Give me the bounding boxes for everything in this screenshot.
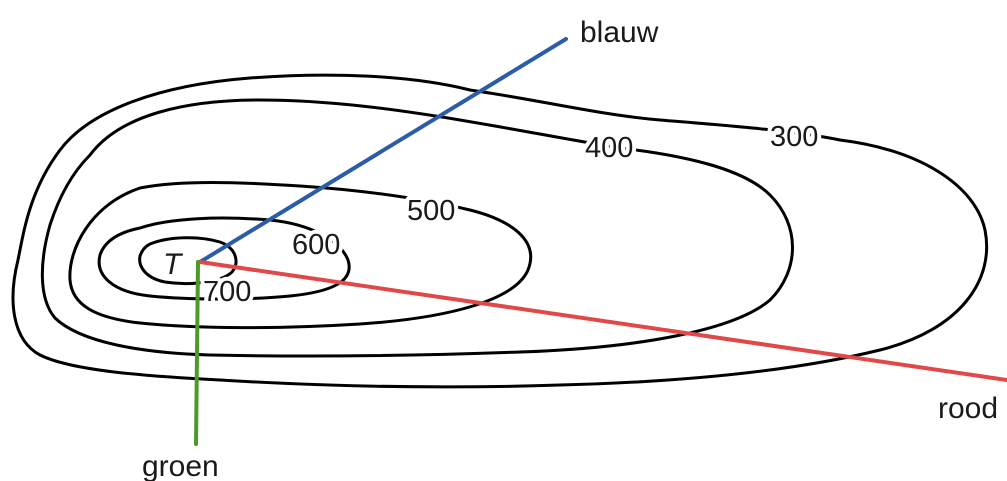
contour-label-300: 300 (770, 121, 818, 153)
summit-label: T (163, 248, 184, 281)
contour-label-500: 500 (407, 195, 455, 227)
contour-line-700 (138, 236, 238, 286)
route-groen-line (194, 260, 200, 446)
contour-label-400: 400 (585, 132, 633, 164)
contour-label-700: 700 (203, 276, 251, 308)
contour-line-400 (40, 98, 794, 358)
route-label-blauw: blauw (580, 16, 659, 49)
contour-line-600 (97, 216, 351, 301)
route-label-rood: rood (938, 392, 998, 425)
contour-line-300 (11, 73, 989, 389)
route-blauw-line (198, 37, 568, 264)
contour-label-600: 600 (292, 229, 340, 261)
route-rood-line (198, 260, 1007, 382)
route-label-groen: groen (142, 450, 219, 481)
